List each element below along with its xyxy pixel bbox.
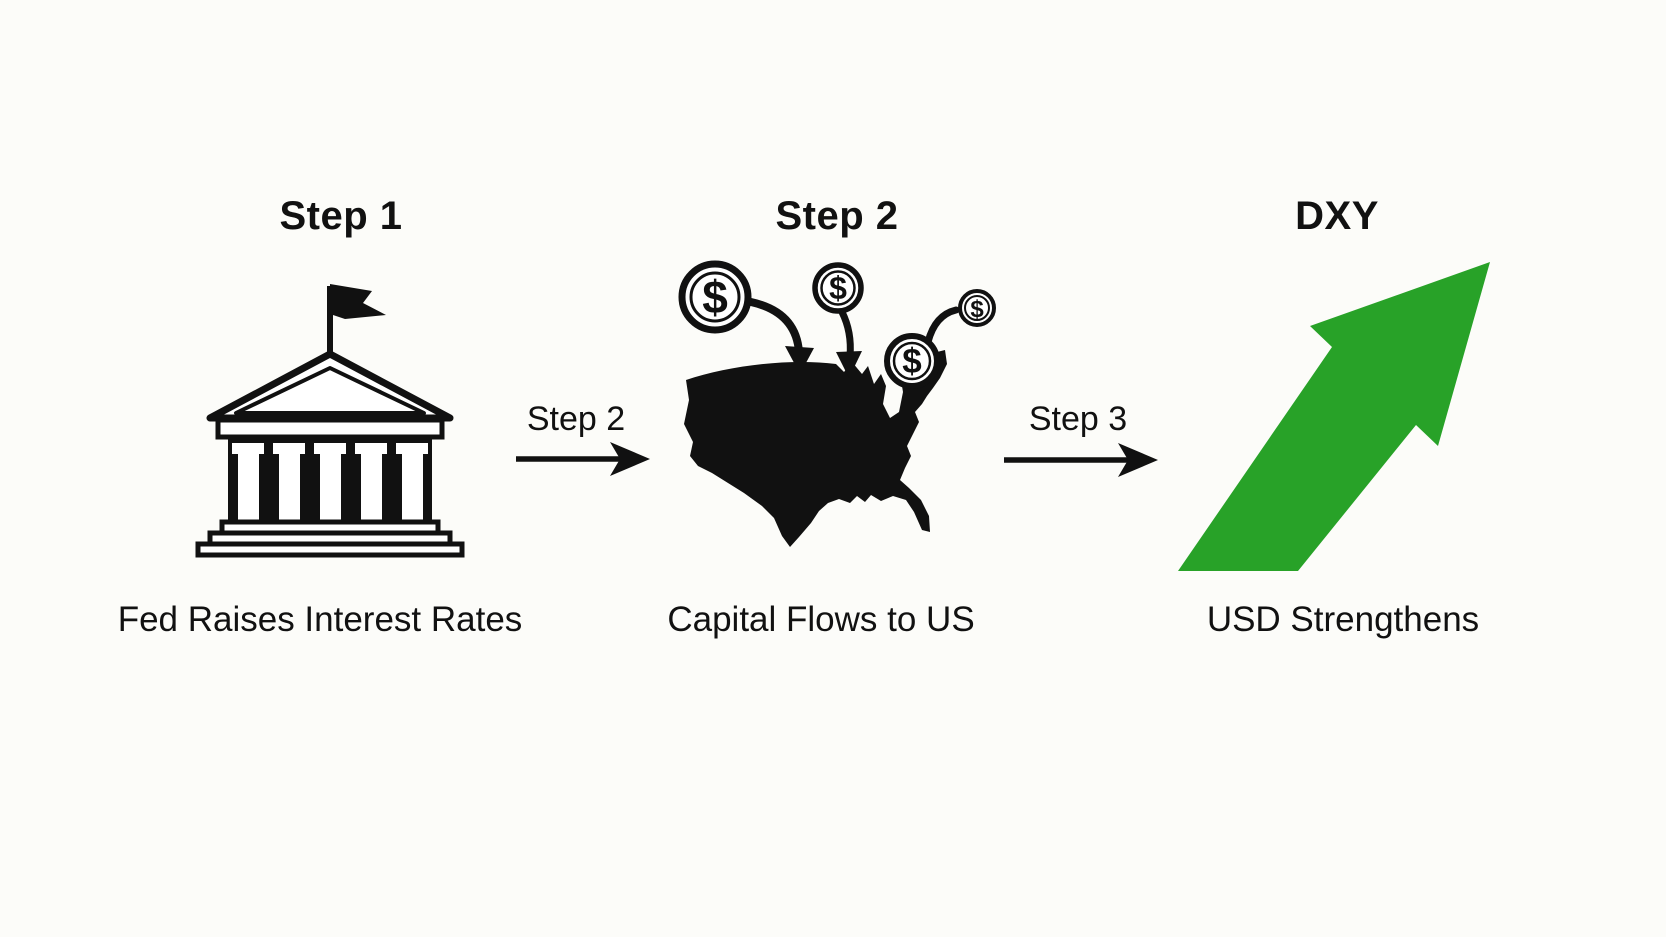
- coin-bounce-arc: [924, 306, 960, 346]
- bank-column-shafts: [238, 454, 423, 522]
- column-title-step2: Step 2: [775, 194, 899, 238]
- coin-arrow-1: [747, 298, 803, 356]
- dollar-sign: $: [970, 296, 984, 323]
- coin-arrow-2-head: [836, 351, 862, 378]
- us-map-silhouette: [684, 350, 947, 547]
- green-up-trend-arrow-icon: [1178, 262, 1490, 571]
- dollar-coins: $ $ $ $: [678, 260, 996, 389]
- bank-pediment-inner: [234, 366, 426, 415]
- connector-label-step3: Step 3: [1028, 400, 1128, 438]
- dollar-coin-2: $: [812, 262, 864, 314]
- connector-arrow-2: [1004, 443, 1158, 477]
- dollar-coin-4: $: [884, 333, 940, 389]
- bank-steps: [195, 519, 465, 558]
- coin-arrow-2: [838, 308, 854, 360]
- connector-arrow-1: [516, 442, 650, 476]
- bank-flagpole: [327, 286, 333, 358]
- bank-entablature: [215, 417, 445, 440]
- column-title-step1: Step 1: [279, 194, 403, 238]
- dollar-sign: $: [829, 270, 847, 306]
- dollar-coin-1: $: [678, 260, 752, 334]
- coin-flow-arrows: [747, 298, 960, 378]
- dollar-sign: $: [702, 271, 728, 323]
- caption-fed-raises-rates: Fed Raises Interest Rates: [117, 600, 523, 639]
- bank-column-capitals: [232, 443, 428, 454]
- connector-arrow-2-head: [1118, 443, 1158, 477]
- dollar-sign: $: [902, 342, 921, 381]
- bank-building-icon: [195, 284, 465, 558]
- dollar-coin-3: $: [958, 289, 996, 327]
- us-map-icon: [684, 350, 947, 547]
- column-title-dxy: DXY: [1295, 194, 1379, 238]
- connector-arrow-1-head: [610, 442, 650, 476]
- connector-label-step2: Step 2: [526, 400, 626, 438]
- coin-arrow-1-head: [785, 346, 814, 374]
- bank-flag-icon: [330, 284, 386, 319]
- caption-capital-flows: Capital Flows to US: [667, 600, 975, 639]
- caption-usd-strengthens: USD Strengthens: [1206, 600, 1480, 639]
